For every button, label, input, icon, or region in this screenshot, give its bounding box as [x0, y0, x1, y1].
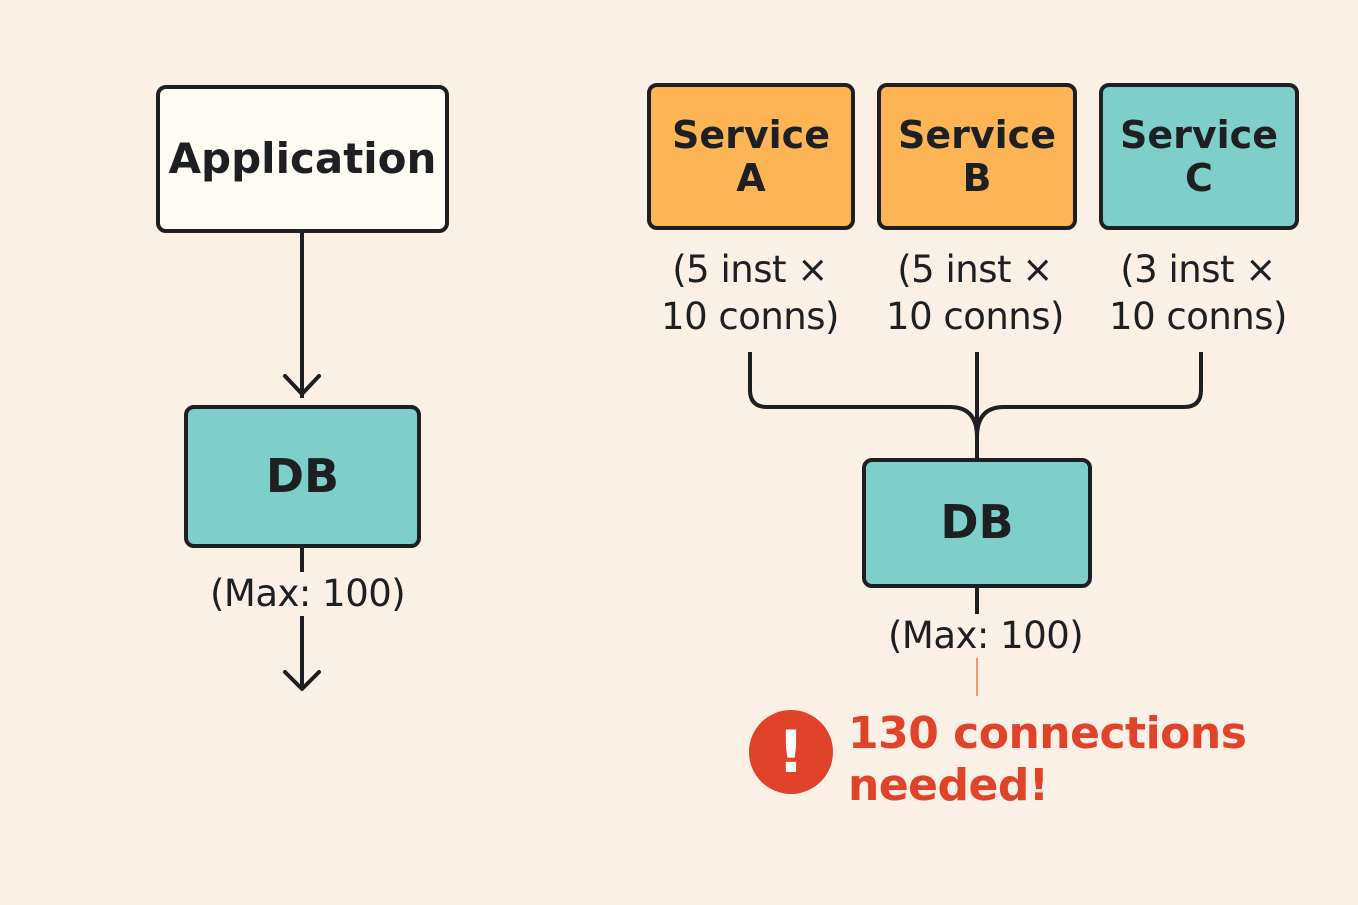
service-a-caption-line2: 10 conns) — [661, 295, 839, 338]
warning-message: 130 connections needed! — [848, 708, 1247, 812]
service-c-box: Service C — [1099, 83, 1299, 230]
right-db-label: DB — [940, 495, 1014, 550]
service-a-connector — [748, 352, 979, 462]
left-db-label: DB — [265, 448, 340, 503]
application-label: Application — [168, 134, 437, 184]
service-a-box: Service A — [647, 83, 855, 230]
service-c-caption-line2: 10 conns) — [1109, 295, 1287, 338]
service-b-caption: (5 inst × 10 conns) — [875, 246, 1075, 340]
service-b-caption-line1: (5 inst × — [897, 248, 1053, 291]
warning-line1: 130 connections — [848, 708, 1247, 759]
service-a-letter: A — [736, 155, 766, 200]
warning-line2: needed! — [848, 760, 1049, 811]
exclamation-icon: ! — [749, 710, 833, 794]
service-b-name: Service — [898, 112, 1056, 157]
service-c-caption: (3 inst × 10 conns) — [1098, 246, 1298, 340]
service-b-caption-line2: 10 conns) — [886, 295, 1064, 338]
left-db-max-label: (Max: 100) — [208, 572, 408, 616]
right-db-max-label: (Max: 100) — [886, 614, 1086, 658]
service-c-connector — [975, 352, 1203, 438]
service-a-name: Service — [672, 112, 830, 157]
exclamation-glyph: ! — [777, 718, 805, 786]
service-a-caption: (5 inst × 10 conns) — [650, 246, 850, 340]
db-out-arrowhead — [283, 670, 321, 691]
service-c-caption-line1: (3 inst × — [1120, 248, 1276, 291]
service-b-letter: B — [962, 155, 992, 200]
service-c-letter: C — [1185, 155, 1213, 200]
service-a-caption-line1: (5 inst × — [672, 248, 828, 291]
left-db-box: DB — [184, 405, 421, 548]
application-box: Application — [156, 85, 449, 233]
service-b-box: Service B — [877, 83, 1077, 230]
service-c-name: Service — [1120, 112, 1278, 157]
right-db-box: DB — [862, 458, 1092, 588]
app-to-db-arrowhead — [283, 374, 321, 396]
